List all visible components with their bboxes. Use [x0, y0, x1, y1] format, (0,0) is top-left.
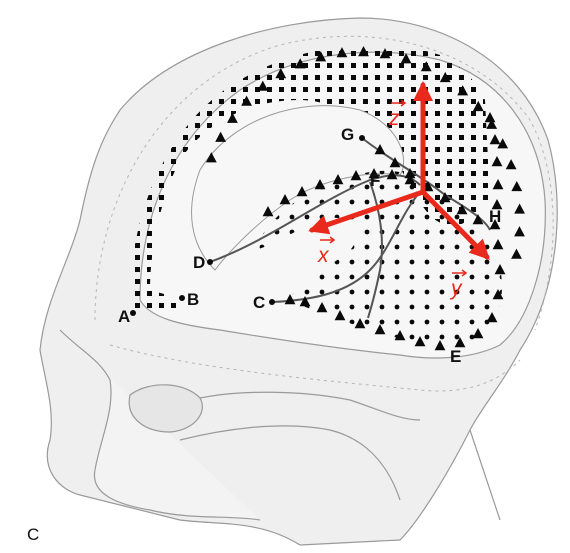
landmark-C-dot: [269, 299, 275, 305]
axis-z-label: z: [388, 107, 400, 130]
label-B: B: [187, 290, 199, 309]
landmark-B-dot: [179, 295, 185, 301]
label-G: G: [341, 125, 354, 144]
label-A: A: [118, 307, 130, 326]
label-C: C: [253, 293, 265, 312]
landmark-D-dot: [207, 259, 213, 265]
label-F: F: [370, 171, 380, 190]
axis-x-label: x: [317, 244, 330, 267]
panel-label: C: [27, 525, 39, 544]
landmark-G-dot: [359, 135, 365, 141]
label-H: H: [489, 207, 501, 226]
landmark-A-dot: [130, 310, 136, 316]
label-D: D: [193, 253, 205, 272]
label-E: E: [450, 347, 461, 366]
neck-line: [470, 430, 500, 520]
axis-y-label: y: [449, 277, 463, 300]
